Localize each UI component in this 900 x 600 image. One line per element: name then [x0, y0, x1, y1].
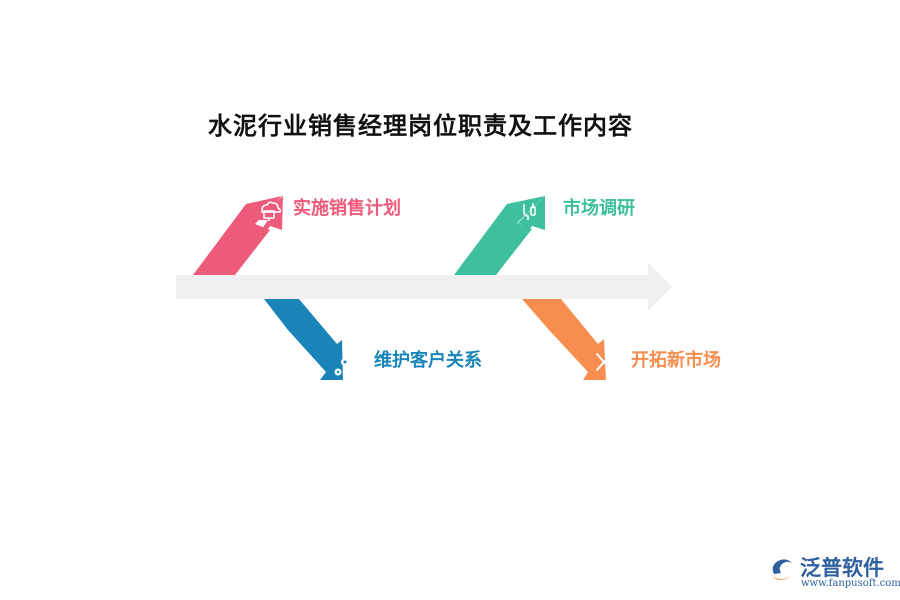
branch-arrow-customer [264, 299, 349, 380]
gears-icon [334, 358, 349, 376]
branch-arrow-new-market [522, 299, 612, 380]
branch-label-sales-plan: 实施销售计划 [293, 198, 401, 219]
branch-label-research: 市场调研 [563, 198, 635, 219]
branch-arrow-research [454, 196, 545, 275]
fanpu-logo-icon [772, 559, 793, 580]
diagram-title: 水泥行业销售经理岗位职责及工作内容 [208, 112, 633, 140]
branch-arrow-sales-plan [193, 196, 283, 275]
cloud-monitor-icon [261, 201, 281, 221]
branch-label-new-market: 开拓新市场 [631, 350, 721, 371]
plug-icon [523, 203, 536, 220]
logo-url: www.fanpusoft.com [801, 578, 900, 589]
spine-arrow [176, 263, 672, 311]
logo-name: 泛普软件 [800, 556, 884, 580]
branch-label-customer: 维护客户关系 [374, 350, 482, 371]
tools-icon [596, 353, 612, 371]
brand-logo: 泛普软件 www.fanpusoft.com [768, 554, 900, 596]
